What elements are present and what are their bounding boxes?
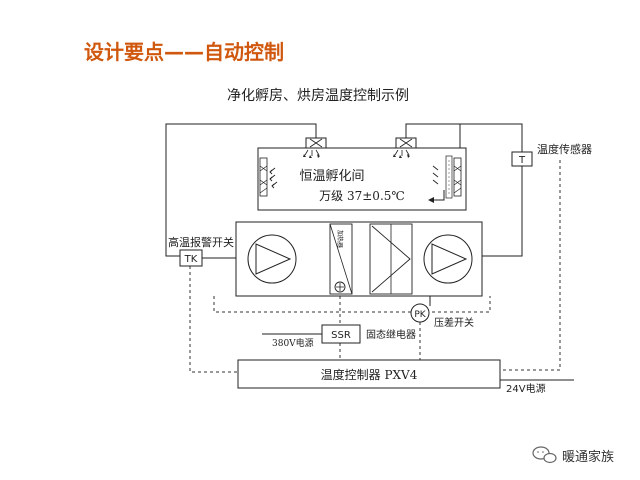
supply-diffuser-right-icon [393,137,417,158]
room-sensor-plate-icon [445,155,453,199]
power-24-label: 24V电源 [506,382,546,395]
control-wiring [165,123,574,381]
return-fan-icon [423,234,473,284]
heater-label: 加热器 [336,230,344,248]
return-grille-right-icon [453,157,462,197]
temp-sensor-box [511,151,533,167]
watermark: 暖通家族 [532,446,614,465]
pressure-switch-circle [410,303,430,323]
power-380-label: 380V电源 [272,337,314,349]
chat-bubble-icon [532,446,557,464]
room-spec: 万级 37±0.5℃ [319,189,405,203]
airflow-arrows-left-icon [269,167,278,189]
high-temp-switch-label: 高温报警开关 [168,235,234,249]
pressure-switch-label: 压差开关 [434,316,474,329]
supply-fan-icon [247,234,297,284]
room-name: 恒温孵化间 [299,169,364,184]
slide-title: 设计要点——自动控制 [84,40,284,64]
ssr-box [321,324,361,344]
supply-diffuser-left-icon [303,137,327,158]
controller-label: 温度控制器 PXV4 [321,367,418,382]
return-grille-left-icon [259,157,268,197]
exhaust-arrow-icon [428,190,445,203]
filter-section [369,223,413,295]
tk-symbol: TK [184,254,198,265]
ssr-label: 固态继电器 [366,328,416,341]
watermark-text: 暖通家族 [562,449,614,465]
diagram-subtitle: 净化孵房、烘房温度控制示例 [227,88,409,104]
heater-coil: 加热器 [329,223,353,295]
airflow-arrows-right-icon [432,165,439,185]
temp-sensor-label: 温度传感器 [537,142,592,156]
heater-terminal-icon [334,281,346,293]
temperature-controller [237,359,501,389]
pk-symbol: PK [414,310,426,320]
signal-wiring [189,160,561,373]
temp-sensor-symbol: T [518,155,526,166]
ssr-symbol: SSR [331,330,351,341]
